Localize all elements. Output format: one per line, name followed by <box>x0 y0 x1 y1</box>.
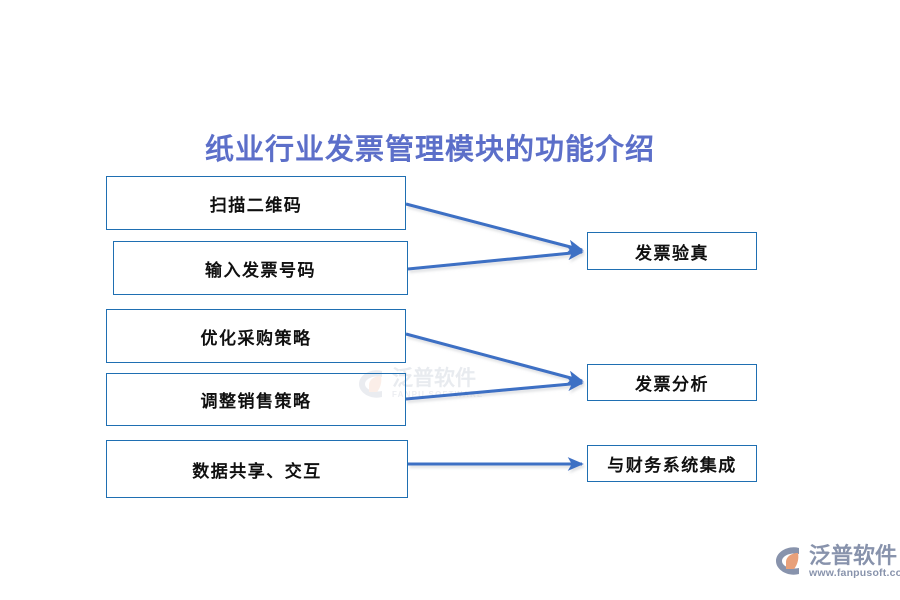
connector-input-no-to-verify <box>407 246 584 271</box>
node-invoice-verification[interactable]: 发票验真 <box>587 232 757 270</box>
node-finance-system-integration[interactable]: 与财务系统集成 <box>587 445 757 482</box>
logo-website-url: www.fanpusoft.com <box>809 566 900 579</box>
node-data-sharing-interaction[interactable]: 数据共享、交互 <box>106 440 408 498</box>
node-adjust-sales-strategy[interactable]: 调整销售策略 <box>106 373 406 426</box>
connector-scan-qr-to-verify <box>405 202 584 253</box>
watermark-logo-icon <box>355 367 389 401</box>
node-optimize-procurement-strategy[interactable]: 优化采购策略 <box>106 309 406 363</box>
company-logo: 泛普软件 www.fanpusoft.com <box>772 538 900 584</box>
node-invoice-analysis[interactable]: 发票分析 <box>587 364 757 401</box>
node-scan-qr[interactable]: 扫描二维码 <box>106 176 406 230</box>
fanpu-logo-icon <box>772 544 806 578</box>
node-input-invoice-number[interactable]: 输入发票号码 <box>113 241 408 295</box>
page-title: 纸业行业发票管理模块的功能介绍 <box>204 134 655 166</box>
logo-company-name: 泛普软件 <box>809 542 898 568</box>
